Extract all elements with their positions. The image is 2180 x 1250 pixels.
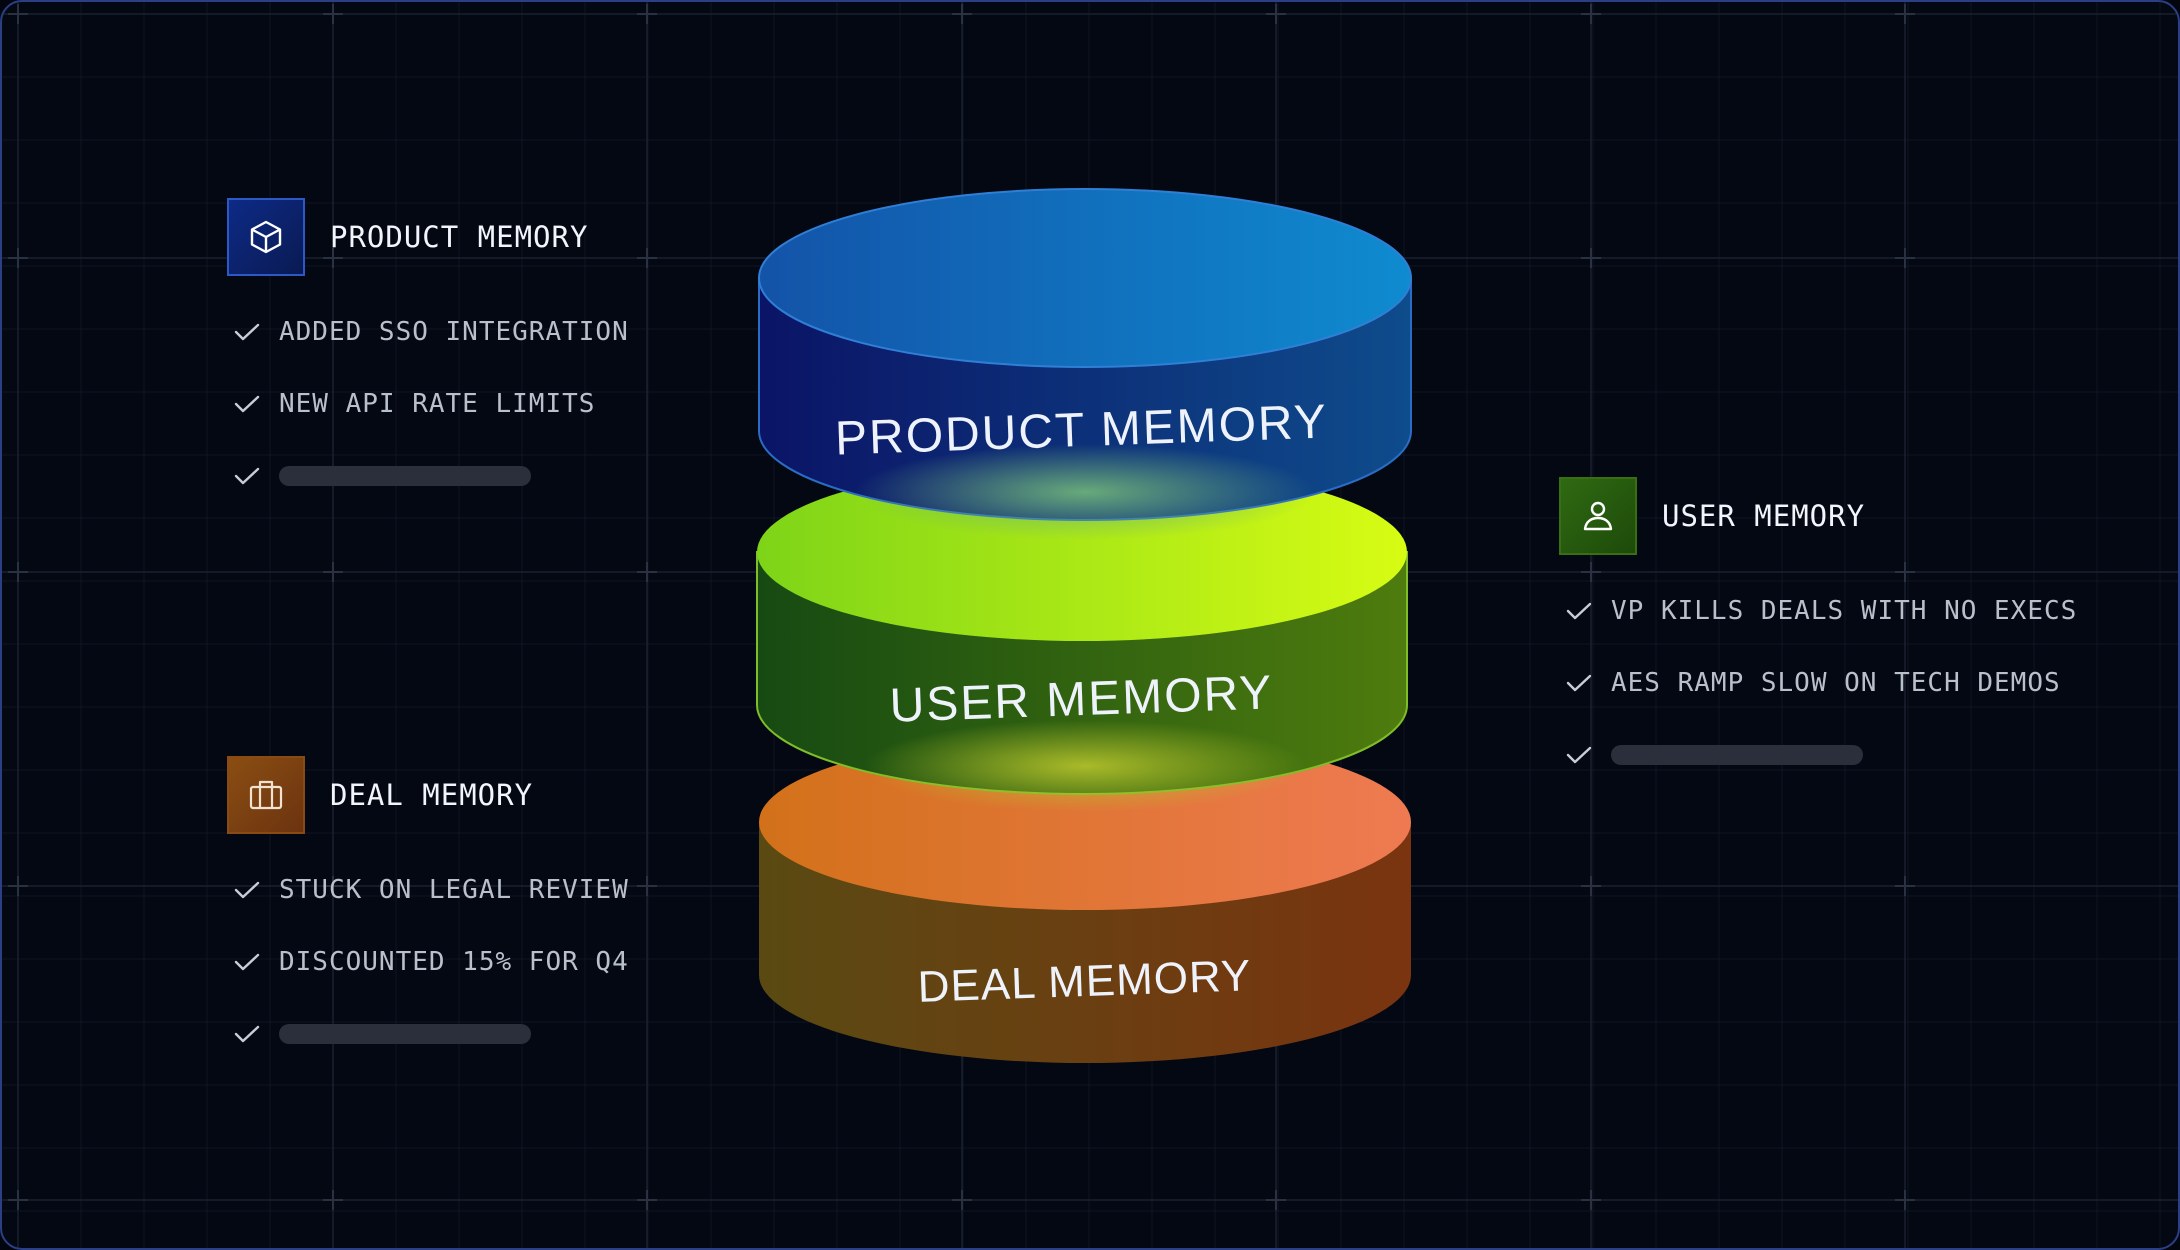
product-layer	[758, 188, 1412, 540]
product-memory-title: PRODUCT MEMORY	[330, 220, 589, 254]
list-item: NEW API RATE LIMITS	[227, 368, 629, 440]
check-icon	[1566, 746, 1592, 764]
list-item	[1559, 719, 2077, 791]
check-icon	[234, 467, 260, 485]
check-icon	[234, 881, 260, 899]
list-item-text: VP KILLS DEALS WITH NO EXECS	[1611, 596, 2078, 626]
check-icon	[234, 1025, 260, 1043]
check-icon	[1566, 602, 1592, 620]
briefcase-icon	[227, 756, 305, 834]
check-icon	[1566, 674, 1592, 692]
placeholder-bar	[279, 1024, 531, 1044]
list-item: VP KILLS DEALS WITH NO EXECS	[1559, 575, 2077, 647]
deal-memory-panel: DEAL MEMORY STUCK ON LEGAL REVIEW DISCOU…	[227, 756, 629, 1070]
deal-layer-label: DEAL MEMORY	[917, 951, 1252, 1012]
list-item	[227, 998, 629, 1070]
deal-memory-title: DEAL MEMORY	[330, 778, 534, 812]
list-item-text: NEW API RATE LIMITS	[279, 389, 596, 419]
check-icon	[234, 953, 260, 971]
placeholder-bar	[279, 466, 531, 486]
list-item-text: ADDED SSO INTEGRATION	[279, 317, 629, 347]
product-memory-panel: PRODUCT MEMORY ADDED SSO INTEGRATION NEW…	[227, 198, 629, 512]
user-memory-title: USER MEMORY	[1662, 499, 1866, 533]
list-item	[227, 440, 629, 512]
list-item: STUCK ON LEGAL REVIEW	[227, 854, 629, 926]
list-item: ADDED SSO INTEGRATION	[227, 296, 629, 368]
check-icon	[234, 395, 260, 413]
list-item: AES RAMP SLOW ON TECH DEMOS	[1559, 647, 2077, 719]
list-item-text: AES RAMP SLOW ON TECH DEMOS	[1611, 668, 2061, 698]
user-memory-panel: USER MEMORY VP KILLS DEALS WITH NO EXECS…	[1559, 477, 2077, 791]
placeholder-bar	[1611, 745, 1863, 765]
list-item-text: STUCK ON LEGAL REVIEW	[279, 875, 629, 905]
check-icon	[234, 323, 260, 341]
list-item-text: DISCOUNTED 15% FOR Q4	[279, 947, 629, 977]
person-icon	[1559, 477, 1637, 555]
list-item: DISCOUNTED 15% FOR Q4	[227, 926, 629, 998]
cube-icon	[227, 198, 305, 276]
